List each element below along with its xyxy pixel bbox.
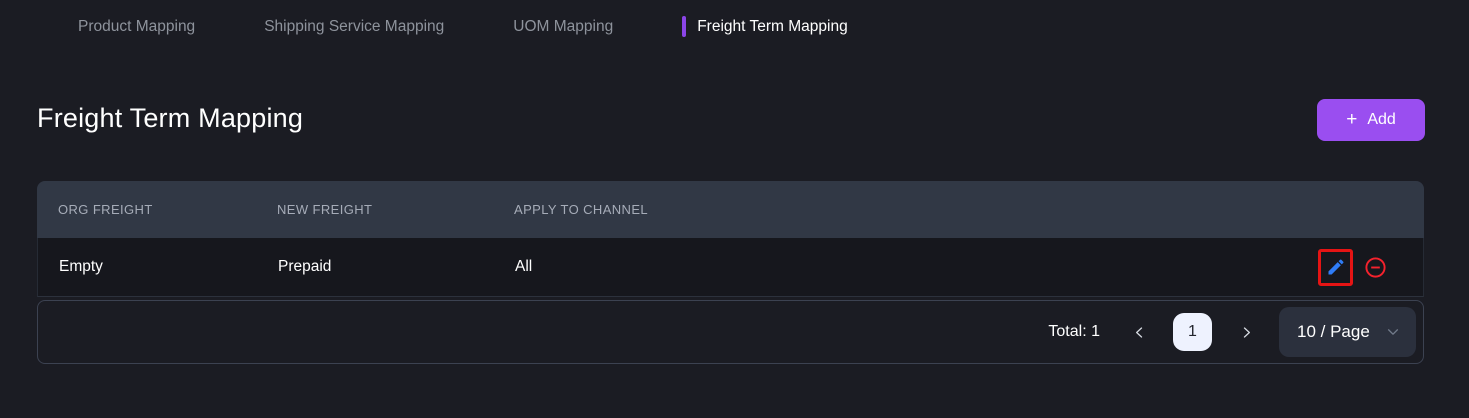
tab-label: Freight Term Mapping	[697, 17, 848, 35]
cell-org-freight: Empty	[59, 258, 103, 275]
page-size-label: 10 / Page	[1297, 322, 1370, 341]
column-header-new-freight: NEW FREIGHT	[277, 202, 373, 217]
chevron-right-icon	[1240, 326, 1253, 339]
mapping-tabs: Product Mapping Shipping Service Mapping…	[0, 0, 1469, 53]
cell-new-freight: Prepaid	[278, 258, 332, 275]
column-header-apply-to-channel: APPLY TO CHANNEL	[514, 202, 649, 217]
page-title: Freight Term Mapping	[37, 103, 304, 133]
table-header-row: ORG FREIGHT NEW FREIGHT APPLY TO CHANNEL	[37, 181, 1424, 238]
add-button-label: Add	[1367, 111, 1396, 128]
previous-page-button[interactable]	[1127, 320, 1151, 344]
cell-apply-to-channel: All	[515, 258, 533, 275]
tab-label: UOM Mapping	[513, 17, 614, 35]
tab-shipping-service-mapping[interactable]: Shipping Service Mapping	[264, 18, 444, 36]
edit-button[interactable]	[1326, 257, 1346, 277]
next-page-button[interactable]	[1234, 320, 1258, 344]
freight-term-table: ORG FREIGHT NEW FREIGHT APPLY TO CHANNEL…	[37, 181, 1424, 297]
chevron-down-icon	[1386, 325, 1400, 339]
annotation-highlight-box	[1318, 248, 1353, 286]
tab-freight-term-mapping[interactable]: Freight Term Mapping	[682, 16, 848, 37]
add-button[interactable]: + Add	[1317, 99, 1425, 141]
minus-circle-icon	[1364, 256, 1387, 279]
pencil-icon	[1326, 257, 1346, 277]
tab-uom-mapping[interactable]: UOM Mapping	[513, 18, 613, 36]
row-actions	[1303, 248, 1423, 286]
page-number-button[interactable]: 1	[1173, 313, 1212, 351]
plus-icon: +	[1346, 109, 1358, 130]
total-count: Total: 1	[1048, 323, 1100, 340]
chevron-left-icon	[1133, 326, 1146, 339]
active-tab-indicator	[682, 16, 687, 37]
page-size-select[interactable]: 10 / Page	[1279, 307, 1416, 357]
tab-product-mapping[interactable]: Product Mapping	[78, 18, 195, 36]
tab-label: Product Mapping	[78, 17, 196, 35]
delete-button[interactable]	[1364, 256, 1387, 279]
tab-label: Shipping Service Mapping	[264, 17, 445, 35]
table-row: Empty Prepaid All	[37, 238, 1424, 297]
column-header-org-freight: ORG FREIGHT	[58, 202, 153, 217]
table-footer: Total: 1 1 10 / Page	[37, 300, 1424, 364]
